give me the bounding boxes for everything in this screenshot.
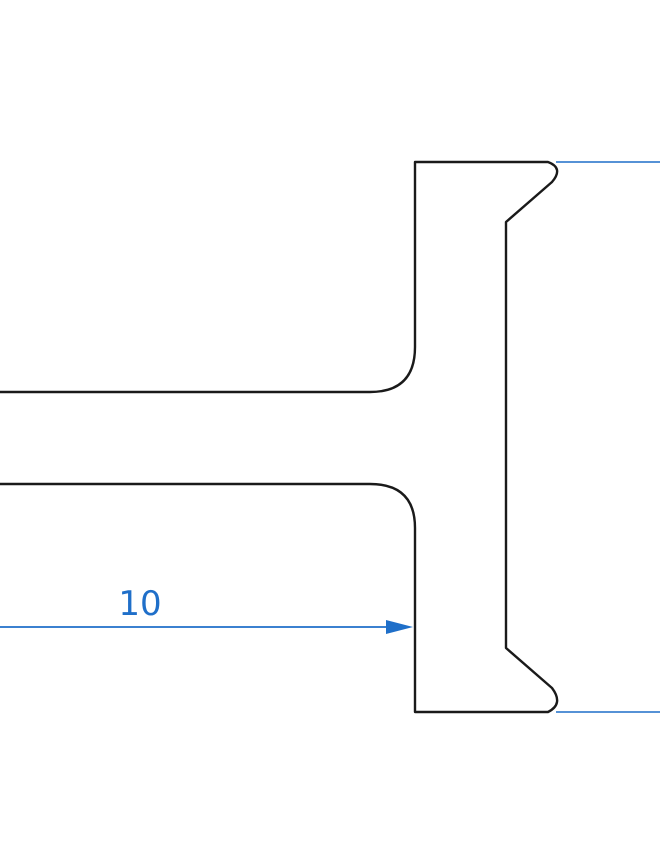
dimension-arrowhead-icon xyxy=(386,620,413,634)
dimension-label: 10 xyxy=(118,584,161,624)
part-outline xyxy=(0,160,559,714)
